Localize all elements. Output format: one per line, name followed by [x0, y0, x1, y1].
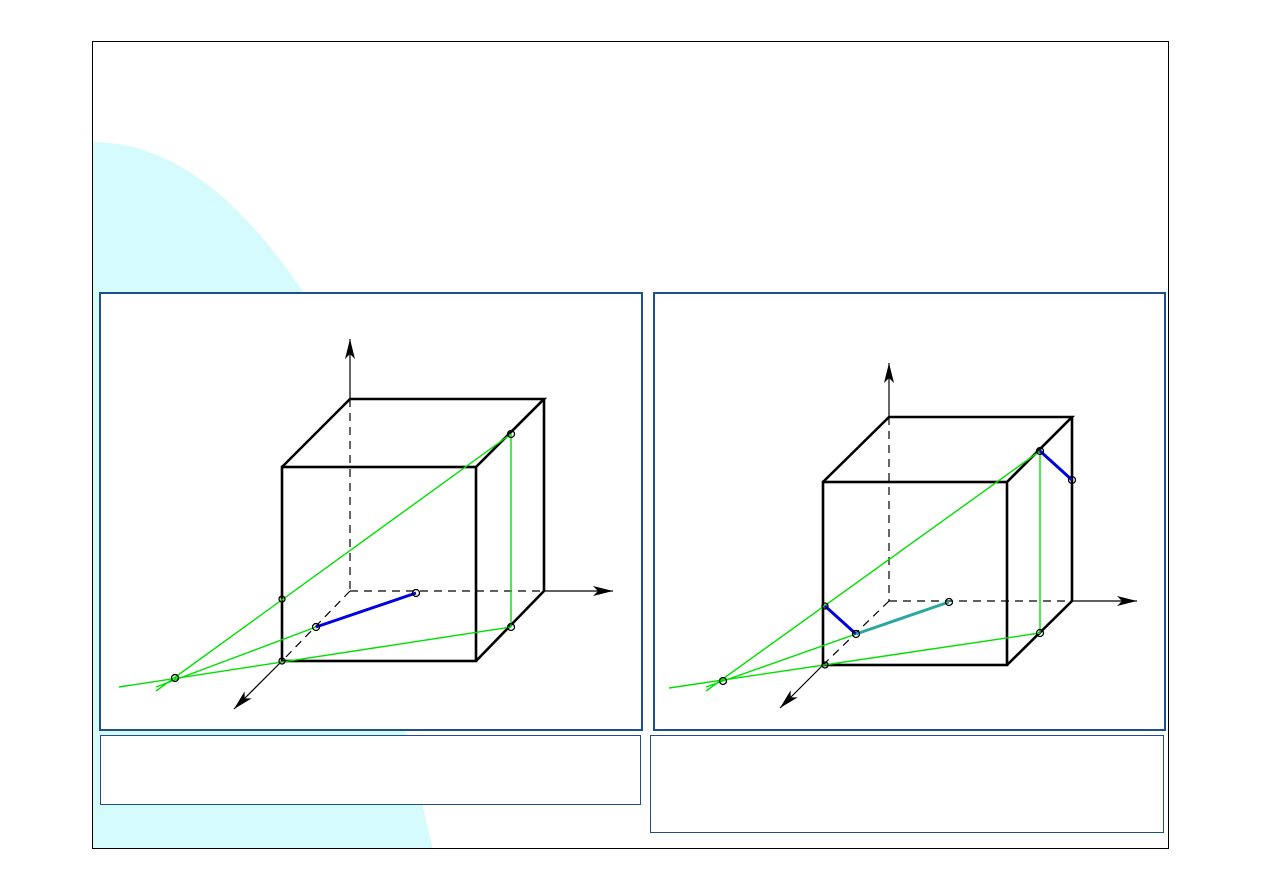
- construction-points: [170, 429, 516, 683]
- construction-points: [718, 446, 1077, 686]
- right-figure-caption: [650, 735, 1164, 833]
- axes: [779, 363, 1137, 709]
- slide: [92, 41, 1169, 849]
- section-lines: [823, 449, 1074, 636]
- cube-edges: [280, 397, 548, 663]
- right-figure-panel: [653, 292, 1166, 731]
- cube-edges: [821, 415, 1076, 667]
- axes: [233, 339, 613, 710]
- construction-lines: [118, 433, 512, 692]
- construction-lines: [668, 450, 1041, 692]
- section-line: [315, 591, 417, 629]
- left-figure-panel: [99, 292, 643, 731]
- right-cube-diagram: [668, 363, 1137, 709]
- y-axis-arrow: [233, 660, 283, 710]
- left-cube-diagram: [118, 339, 613, 710]
- left-figure-caption: [100, 735, 641, 805]
- y-axis-arrow: [779, 664, 824, 709]
